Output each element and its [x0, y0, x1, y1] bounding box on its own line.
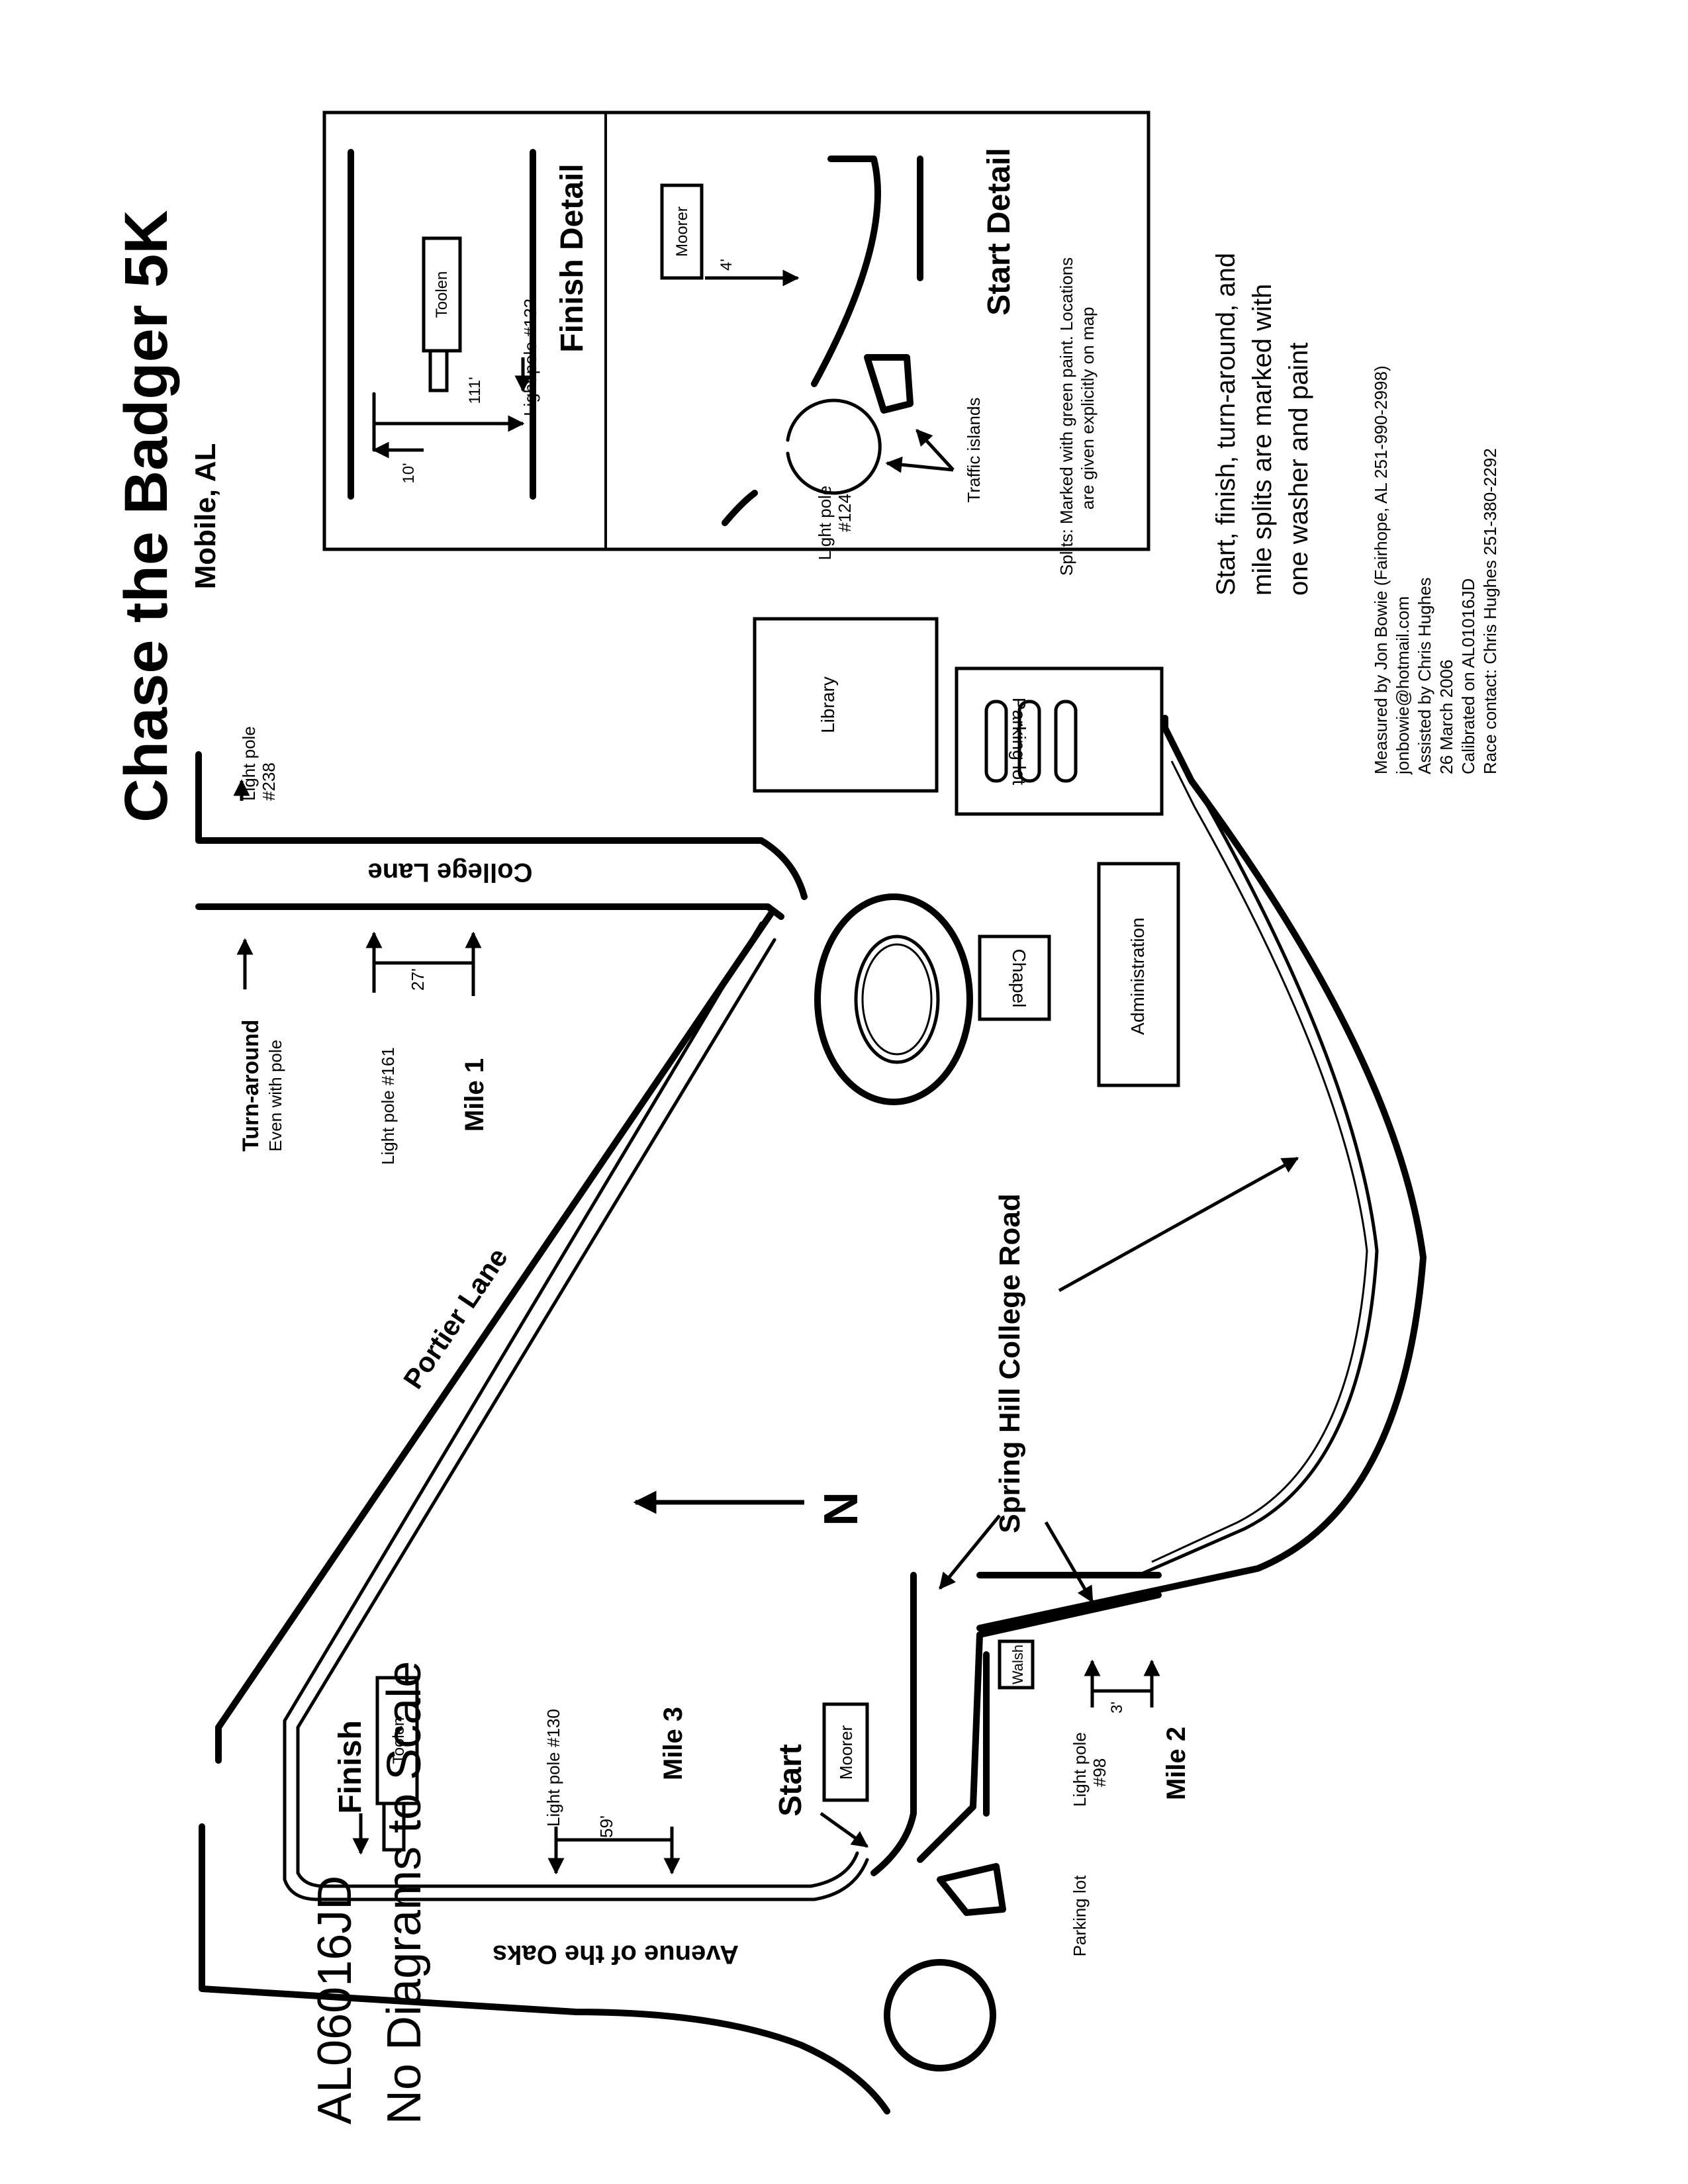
college-lane-label: College Lane	[368, 858, 533, 887]
dist-59-label: 59'	[596, 1815, 616, 1838]
finish-detail-111-label: 111'	[466, 377, 484, 404]
turnaround-label: Turn-around	[238, 1019, 263, 1152]
page-subtitle: Mobile, AL	[189, 443, 222, 590]
start-detail-4-label: 4'	[718, 259, 735, 271]
marking-note-line3: one washer and paint	[1284, 343, 1313, 596]
start-detail-traffic-islands: Traffic islands	[964, 398, 984, 503]
start-detail-light-pole: Light pole	[815, 486, 835, 561]
light-pole-98-label: Light pole	[1070, 1732, 1090, 1807]
credits-line3: Assisted by Chris Hughes	[1415, 577, 1434, 774]
north-label: N	[815, 1492, 868, 1526]
mile1-label: Mile 1	[460, 1058, 489, 1132]
mile3-label: Mile 3	[659, 1707, 688, 1780]
roundabout-bottom	[884, 1959, 996, 2071]
parking-lot-top	[955, 666, 1164, 816]
finish-detail-10-label: 10'	[400, 463, 418, 483]
road-network	[195, 706, 1427, 2115]
light-pole-161-label: Light pole #161	[378, 1047, 398, 1165]
administration-building	[1097, 862, 1180, 1087]
portier-lane-outer	[215, 910, 774, 1764]
spring-hill-curve-outer	[976, 715, 1427, 1631]
buildings: Library Parking lot Chapel Administratio…	[375, 617, 1180, 2071]
start-detail-island-arrow-2	[885, 456, 954, 473]
finish-detail-title: Finish Detail	[555, 163, 590, 352]
start-detail-moorer-label: Moorer	[673, 206, 691, 257]
finish-detail-toolen-label: Toolen	[433, 271, 451, 318]
walsh-corner	[917, 1592, 1162, 1863]
library-building	[753, 617, 939, 793]
start-detail-moorer	[660, 183, 704, 280]
chapel-loop-outer	[814, 893, 973, 1105]
spring-hill-label: Spring Hill College Road	[994, 1193, 1026, 1533]
avenue-oaks-outer	[199, 1823, 890, 2115]
spring-hill-left-edge	[870, 1572, 917, 1876]
turnaround-note: Even with pole	[265, 1040, 285, 1152]
title-block: Chase the Badger 5K Mobile, AL AL06016JD…	[113, 210, 431, 2124]
light-pole-238-number: #238	[259, 762, 279, 801]
spring-hill-arrow-3	[1044, 1521, 1094, 1604]
credits-line1: Measured by Jon Bowie (Fairhope, AL 251-…	[1371, 365, 1391, 774]
toolen-label: Toolen	[390, 1717, 408, 1764]
light-pole-98-number: #98	[1090, 1758, 1109, 1787]
course-channel-left-inner	[296, 938, 859, 1888]
avenue-oaks-label: Avenue of the Oaks	[492, 1940, 739, 1969]
start-arrow	[820, 1811, 869, 1848]
start-detail-curb	[722, 490, 758, 526]
chapel-building	[978, 934, 1051, 1021]
parking-stall-1	[984, 700, 1008, 783]
start-detail-pole-arc	[786, 398, 882, 495]
parking-lot-bottom-label: Parking lot	[1070, 1875, 1090, 1957]
credits-line4: 26 March 2006	[1436, 660, 1456, 774]
start-detail-light-pole-num: #124	[835, 494, 855, 532]
parking-stall-2	[1017, 700, 1041, 783]
credits-line6: Race contact: Chris Hughes 251-380-2292	[1480, 448, 1500, 774]
finish-detail-toolen-wing	[428, 349, 449, 392]
start-detail-island-arrow-1	[915, 429, 955, 471]
credits-line5: Calibrated on AL01016JD	[1458, 578, 1478, 774]
start-detail-title: Start Detail	[982, 148, 1017, 315]
scale-disclaimer: No Diagrams to Scale	[378, 1661, 431, 2124]
start-label: Start	[773, 1744, 808, 1816]
detail-inset: Toolen 111' 10' Light pole #132 Finish D…	[322, 111, 1150, 561]
spring-hill-curve-inner2	[1151, 760, 1368, 1563]
toolen-building	[375, 1676, 419, 1805]
notes: Splits: Marked with green paint. Locatio…	[1056, 253, 1500, 775]
chapel-loop-inner2	[861, 943, 933, 1056]
course-channel-left	[283, 921, 869, 1901]
college-lane-outer	[195, 751, 808, 900]
administration-label: Administration	[1127, 917, 1148, 1034]
credits-line2: jonbowie@hotmail.com	[1393, 596, 1413, 775]
toolen-wing	[382, 1801, 406, 1852]
chapel-loop-inner	[854, 934, 940, 1064]
splits-note-line1: Splits: Marked with green paint. Locatio…	[1056, 257, 1076, 576]
spring-hill-arrow-1	[1058, 1156, 1299, 1293]
dist-27-label: 27'	[408, 968, 428, 991]
course-labels: Light pole #238 Turn-around Even with po…	[233, 726, 1191, 1875]
certification-code: AL06016JD	[308, 1876, 361, 2124]
traffic-island-bottom	[937, 1863, 1006, 1916]
marking-note-line2: mile splits are marked with	[1248, 284, 1277, 596]
library-label: Library	[818, 676, 838, 733]
splits-note-line2: are given explicitly on map	[1078, 307, 1098, 510]
start-detail-road-1	[811, 156, 881, 387]
spring-hill-arrow-2	[939, 1514, 1001, 1590]
parking-stall-3	[1054, 700, 1078, 783]
moorer-building	[822, 1702, 869, 1802]
chapel-label: Chapel	[1009, 949, 1029, 1008]
college-lane-inner	[195, 903, 784, 920]
dist-3-label: 3'	[1108, 1702, 1126, 1713]
page-title: Chase the Badger 5K	[113, 210, 180, 822]
start-detail-island	[864, 354, 914, 414]
moorer-label: Moorer	[836, 1725, 856, 1780]
spring-hill-curve-inner	[1137, 752, 1379, 1577]
finish-label: Finish	[333, 1720, 368, 1813]
walsh-building	[998, 1639, 1035, 1690]
light-pole-130-label: Light pole #130	[543, 1709, 563, 1827]
mile2-label: Mile 2	[1162, 1727, 1191, 1800]
walsh-label: Walsh	[1009, 1645, 1026, 1684]
finish-detail-toolen	[422, 236, 462, 353]
marking-note-line1: Start, finish, turn-around, and	[1211, 253, 1241, 596]
